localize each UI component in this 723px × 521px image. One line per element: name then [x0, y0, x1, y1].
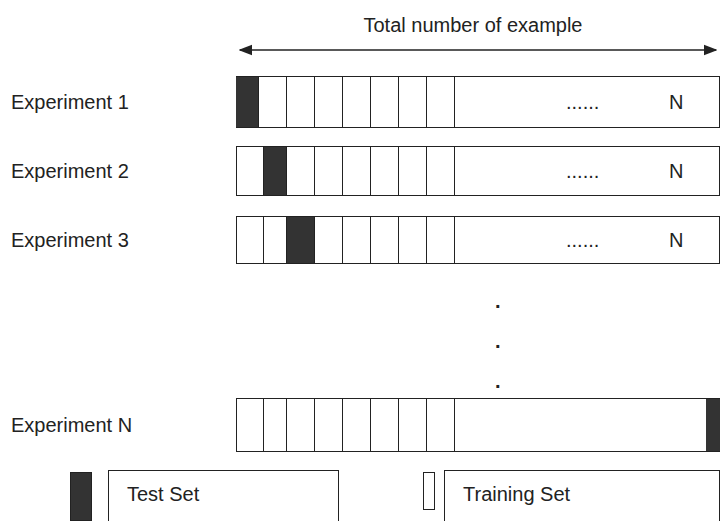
cell-divider: [286, 217, 288, 263]
legend-text: Training Set: [445, 471, 719, 505]
test-cell: [263, 147, 286, 195]
cell-divider: [426, 217, 428, 263]
legend-swatch: [70, 472, 92, 521]
cell-divider: [454, 147, 456, 195]
cell-divider: [342, 217, 344, 263]
test-cell: [236, 77, 258, 127]
continuation-dot: .: [495, 330, 501, 352]
span-arrow: [240, 49, 716, 51]
cell-divider: [263, 399, 265, 451]
legend-box: Training Set: [444, 470, 720, 521]
cell-divider: [454, 77, 456, 127]
experiment-label: Experiment 2: [11, 160, 129, 182]
cell-divider: [370, 77, 372, 127]
cell-divider: [370, 147, 372, 195]
cell-divider: [426, 399, 428, 451]
cell-divider: [342, 77, 344, 127]
cell-divider: [426, 77, 428, 127]
ellipsis: ......: [566, 229, 599, 251]
experiment-label: Experiment N: [11, 414, 132, 436]
experiment-label: Experiment 3: [11, 229, 129, 251]
cell-divider: [286, 147, 288, 195]
experiment-bar: Experiment 3......N: [236, 216, 720, 264]
legend-swatch: [423, 472, 435, 510]
legend-box: Test Set: [108, 470, 339, 521]
cell-divider: [286, 399, 288, 451]
cell-divider: [342, 399, 344, 451]
cell-divider: [263, 217, 265, 263]
cell-divider: [454, 217, 456, 263]
axis-label: Total number of example: [363, 14, 582, 36]
legend-text: Test Set: [109, 471, 338, 505]
cell-divider: [370, 217, 372, 263]
ellipsis: ......: [566, 160, 599, 182]
count-label: N: [669, 91, 683, 113]
experiment-label: Experiment 1: [11, 91, 129, 113]
count-label: N: [669, 160, 683, 182]
cell-divider: [314, 77, 316, 127]
cell-divider: [398, 77, 400, 127]
count-label: N: [669, 229, 683, 251]
cell-divider: [314, 217, 316, 263]
test-cell: [706, 399, 720, 451]
continuation-dot: .: [495, 370, 501, 392]
continuation-dot: .: [495, 290, 501, 312]
cell-divider: [286, 77, 288, 127]
cell-divider: [314, 399, 316, 451]
cell-divider: [398, 217, 400, 263]
cell-divider: [398, 399, 400, 451]
experiment-bar: Experiment 2......N: [236, 146, 720, 196]
cell-divider: [342, 147, 344, 195]
cell-divider: [258, 77, 260, 127]
cell-divider: [263, 147, 265, 195]
cell-divider: [314, 147, 316, 195]
cell-divider: [398, 147, 400, 195]
experiment-bar: Experiment N: [236, 398, 720, 452]
cell-divider: [370, 399, 372, 451]
experiment-bar: Experiment 1......N: [236, 76, 720, 128]
cell-divider: [426, 147, 428, 195]
ellipsis: ......: [566, 91, 599, 113]
test-cell: [286, 217, 314, 263]
cell-divider: [454, 399, 456, 451]
